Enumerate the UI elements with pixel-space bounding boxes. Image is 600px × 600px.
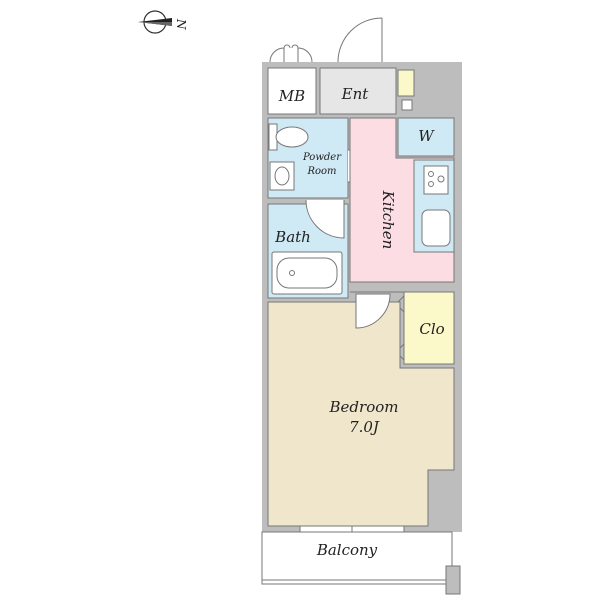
toilet-icon xyxy=(268,123,309,151)
compass-arrow-shade xyxy=(138,22,172,26)
entrance-door xyxy=(337,17,383,63)
label-kitchen: Kitchen xyxy=(379,190,397,250)
label-washer: W xyxy=(418,127,435,145)
shoe-cabinet xyxy=(397,69,415,97)
mb-doors xyxy=(269,44,313,63)
balcony xyxy=(261,531,461,595)
bathtub-icon xyxy=(271,251,343,295)
label-mb: MB xyxy=(278,87,305,105)
meter-box xyxy=(401,99,413,111)
label-bedroom: Bedroom xyxy=(329,398,399,416)
label-closet: Clo xyxy=(419,320,444,338)
compass-north-label: N xyxy=(174,18,188,30)
bedroom-door xyxy=(355,293,391,329)
label-entrance: Ent xyxy=(341,85,370,103)
sink-icon xyxy=(269,161,295,191)
stove-icon xyxy=(423,165,449,195)
bath-door xyxy=(305,199,345,239)
room-entrance xyxy=(319,67,397,115)
balcony-window xyxy=(299,525,405,533)
room-mb xyxy=(267,67,317,115)
label-powder-room-line1: Powder xyxy=(302,152,342,163)
label-bedroom-size: 7.0J xyxy=(349,418,380,436)
kitchen-sink-icon xyxy=(421,209,451,247)
room-closet xyxy=(403,291,455,365)
bottom-right-column xyxy=(428,470,462,532)
compass: N xyxy=(138,10,188,34)
label-powder-room-line2: Room xyxy=(306,166,336,177)
room-washer xyxy=(397,117,455,157)
right-wall-column xyxy=(418,62,462,120)
balcony-floor xyxy=(261,531,453,585)
label-bath: Bath xyxy=(274,228,311,246)
label-balcony: Balcony xyxy=(316,541,378,559)
balcony-partition xyxy=(445,565,461,595)
